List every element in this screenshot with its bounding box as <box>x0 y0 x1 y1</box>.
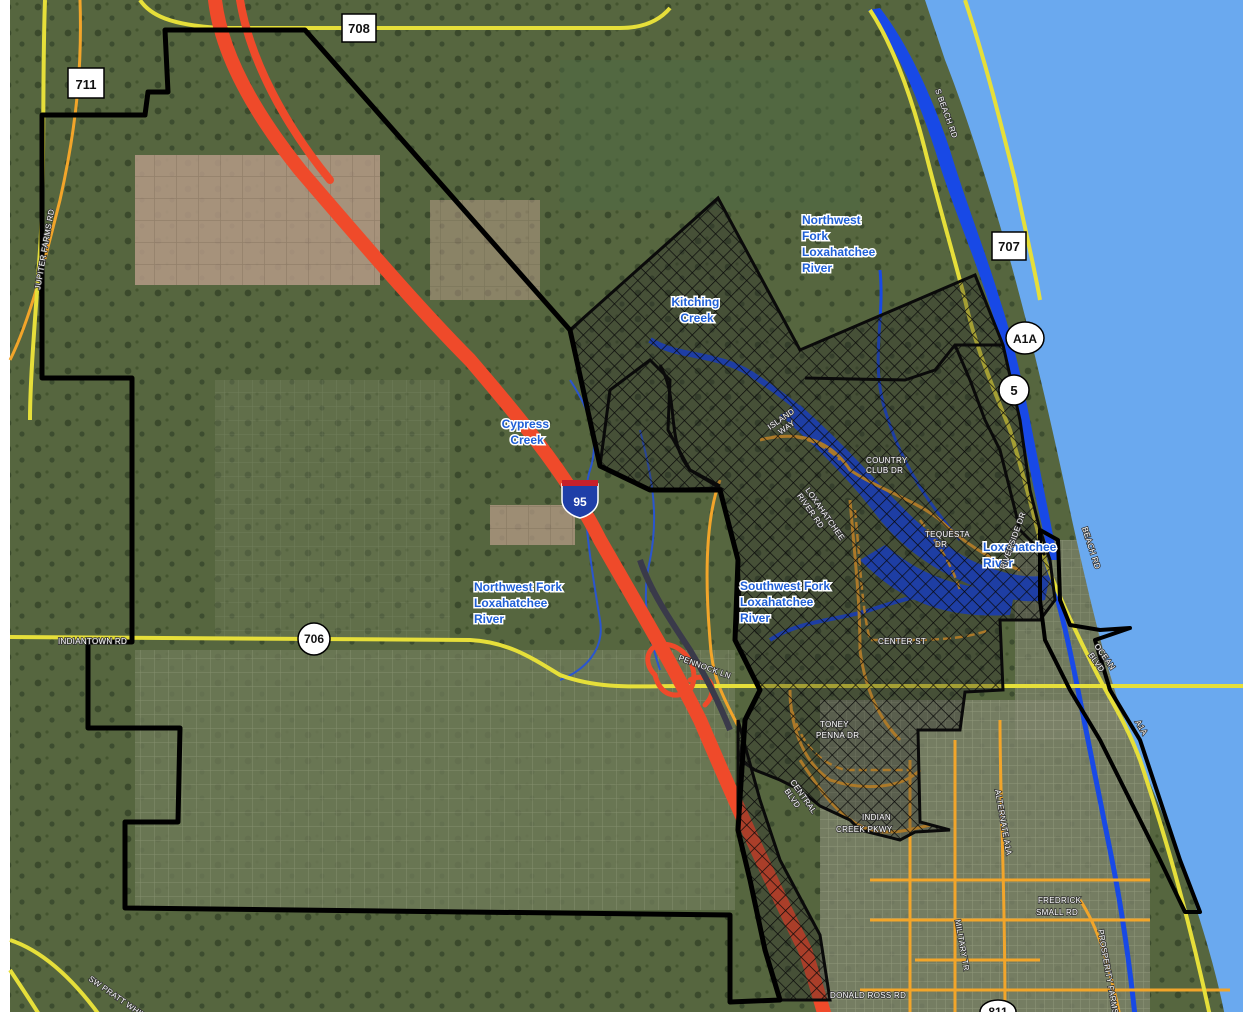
route-a1a-shield: A1A <box>1005 321 1045 355</box>
route-707-shield: 707 <box>991 231 1027 261</box>
label-kitching-creek: Kitching Creek <box>671 295 722 325</box>
study-area-boundary <box>39 27 783 1005</box>
road-label-indian-creek: INDIAN CREEK PKWY <box>836 813 893 834</box>
road-label-donald-ross: DONALD ROSS RD <box>830 991 906 1000</box>
svg-text:706: 706 <box>304 632 324 646</box>
label-nw-fork-south: Northwest Fork Loxahatchee River <box>474 580 565 626</box>
svg-text:707: 707 <box>998 239 1020 254</box>
svg-text:708: 708 <box>348 21 370 36</box>
inner-boundaries <box>658 343 1047 557</box>
map-left-margin <box>0 0 10 1016</box>
route-706-shield: 706 <box>297 622 331 656</box>
route-5-shield: 5 <box>998 374 1030 406</box>
svg-text:811: 811 <box>988 1005 1008 1016</box>
atlantic-ocean <box>925 0 1243 1016</box>
route-708-shield: 708 <box>341 13 377 43</box>
intracoastal-waterway <box>868 8 1058 560</box>
residential-grid-mid <box>215 380 450 640</box>
label-sw-fork: Southwest Fork Loxahatchee River <box>740 579 833 625</box>
svg-text:95: 95 <box>573 495 587 509</box>
svg-text:A1A: A1A <box>1013 332 1037 346</box>
svg-text:711: 711 <box>76 77 97 92</box>
turnpike <box>637 559 733 732</box>
road-label-frederick: FREDRICK SMALL RD <box>1036 896 1084 917</box>
farm-fields-2 <box>430 200 540 300</box>
road-label-toney-penna: TONEY PENNA DR <box>816 720 859 740</box>
road-label-country-club: COUNTRY CLUB DR <box>866 456 910 475</box>
label-loxahatchee-river: Loxahatchee River <box>983 540 1060 570</box>
residential-grid-west <box>135 650 735 910</box>
green-wetland-north <box>560 60 860 210</box>
svg-text:5: 5 <box>1010 383 1017 398</box>
bottom-edge <box>0 1012 1243 1016</box>
intracoastal-south <box>1042 559 1138 1016</box>
label-cypress-creek: Cypress Creek <box>502 417 553 447</box>
coastal-boundary <box>1038 528 1202 914</box>
interstate-95-shield: 95 <box>561 480 599 519</box>
label-nw-fork-north: Northwest Fork Loxahatchee River <box>802 213 879 275</box>
road-label-center-st: CENTER ST <box>878 637 926 646</box>
route-711-shield: 711 <box>67 67 105 99</box>
road-label-tequesta: TEQUESTA DR <box>925 530 972 549</box>
road-label-indiantown: INDIANTOWN RD <box>58 637 127 646</box>
farm-fields-3 <box>490 505 575 545</box>
